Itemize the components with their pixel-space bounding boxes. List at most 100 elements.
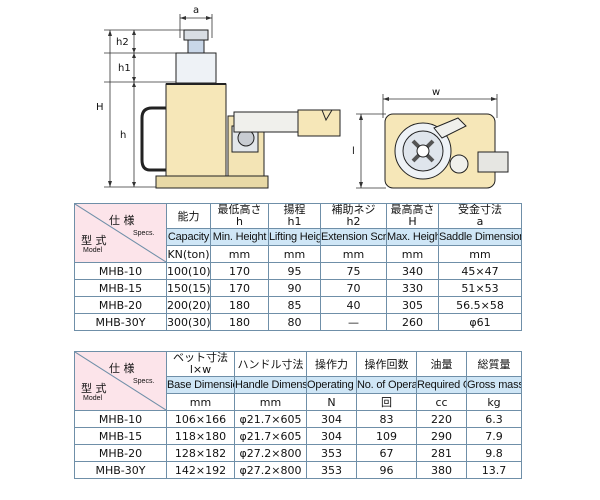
dim-a-label: a xyxy=(193,5,199,16)
value-cell: 200(20) xyxy=(166,296,211,314)
model-en-label: Model xyxy=(83,395,103,402)
spec-en-label: Specs. xyxy=(133,230,155,237)
header-en: Base Dimensions xyxy=(166,376,235,394)
header-en: Lifting Height xyxy=(268,228,321,246)
value-cell: 380 xyxy=(416,461,467,479)
value-cell: 100(10) xyxy=(166,262,211,280)
corner-cell-1: 仕 様 Specs. 型 式 Model xyxy=(74,203,167,263)
value-cell: φ21.7×605 xyxy=(234,427,307,445)
table-row: MHB-20 200(20) 180 85 40 305 56.5×58 xyxy=(74,296,522,314)
value-cell: 56.5×58 xyxy=(438,296,522,314)
value-cell: 40 xyxy=(320,296,387,314)
header-operations: 操作回数 xyxy=(356,351,417,377)
model-jp-label: 型 式 xyxy=(81,382,107,395)
unit-cell: cc xyxy=(416,393,467,411)
model-cell: MHB-10 xyxy=(74,262,167,280)
value-cell: 118×180 xyxy=(166,427,235,445)
value-cell: 75 xyxy=(320,262,387,280)
value-cell: 180 xyxy=(210,313,269,331)
value-cell: 150(15) xyxy=(166,279,211,297)
value-cell: φ27.2×800 xyxy=(234,444,307,462)
header-en: Min. Height xyxy=(210,228,269,246)
value-cell: 300(30) xyxy=(166,313,211,331)
unit-cell: 回 xyxy=(356,393,417,411)
table-row: MHB-15 118×180 φ21.7×605 304 109 290 7.9 xyxy=(74,427,522,445)
value-cell: 353 xyxy=(306,444,357,462)
header-en: Saddle Dimensions xyxy=(438,228,522,246)
value-cell: φ21.7×605 xyxy=(234,410,307,428)
value-cell: 109 xyxy=(356,427,417,445)
unit-cell: mm xyxy=(386,245,439,263)
value-cell: 170 xyxy=(210,262,269,280)
jack-drawing: a h2 h1 H h xyxy=(96,5,509,189)
value-cell: 330 xyxy=(386,279,439,297)
table-row: MHB-30Y 142×192 φ27.2×800 353 96 380 13.… xyxy=(74,461,522,479)
header-handle-dimensions: ハンドル寸法 xyxy=(234,351,307,377)
value-cell: 83 xyxy=(356,410,417,428)
corner-cell-2: 仕 様 Specs. 型 式 Model xyxy=(74,351,167,411)
header-en: Max. Height xyxy=(386,228,439,246)
table-row: MHB-10 106×166 φ21.7×605 304 83 220 6.3 xyxy=(74,410,522,428)
dim-l-label: l xyxy=(352,146,355,157)
unit-cell: mm xyxy=(268,245,321,263)
header-en: Extension Screw xyxy=(320,228,387,246)
value-cell: 281 xyxy=(416,444,467,462)
value-cell: 142×192 xyxy=(166,461,235,479)
unit-cell: N xyxy=(306,393,357,411)
model-cell: MHB-15 xyxy=(74,427,167,445)
unit-cell: kg xyxy=(466,393,522,411)
model-cell: MHB-20 xyxy=(74,444,167,462)
value-cell: 51×53 xyxy=(438,279,522,297)
value-cell: 106×166 xyxy=(166,410,235,428)
model-jp-label: 型 式 xyxy=(81,234,107,247)
value-cell: 170 xyxy=(210,279,269,297)
value-cell: — xyxy=(320,313,387,331)
header-oil: 油量 xyxy=(416,351,467,377)
value-cell: 305 xyxy=(386,296,439,314)
value-cell: 7.9 xyxy=(466,427,522,445)
header-en: Required Oil xyxy=(416,376,467,394)
value-cell: 95 xyxy=(268,262,321,280)
jack-side-view xyxy=(140,29,341,189)
header-en: Handle Dimensions xyxy=(234,376,307,394)
unit-cell: KN(ton) xyxy=(166,245,211,263)
unit-cell: mm xyxy=(166,393,235,411)
model-cell: MHB-15 xyxy=(74,279,167,297)
value-cell: 128×182 xyxy=(166,444,235,462)
table-row: MHB-20 128×182 φ27.2×800 353 67 281 9.8 xyxy=(74,444,522,462)
unit-cell: mm xyxy=(320,245,387,263)
header-mass: 総質量 xyxy=(466,351,522,377)
header-en: Operating Power xyxy=(306,376,357,394)
value-cell: 180 xyxy=(210,296,269,314)
value-cell: 96 xyxy=(356,461,417,479)
value-cell: 70 xyxy=(320,279,387,297)
model-cell: MHB-10 xyxy=(74,410,167,428)
dim-h2-label: h2 xyxy=(116,37,129,48)
value-cell: 353 xyxy=(306,461,357,479)
spec-jp-label: 仕 様 xyxy=(109,362,135,375)
spec-en-label: Specs. xyxy=(133,378,155,385)
header-operating-power: 操作力 xyxy=(306,351,357,377)
value-cell: 45×47 xyxy=(438,262,522,280)
value-cell: 260 xyxy=(386,313,439,331)
header-en: Capacity xyxy=(166,228,211,246)
value-cell: 290 xyxy=(416,427,467,445)
unit-cell: mm xyxy=(210,245,269,263)
header-en: Gross mass xyxy=(466,376,522,394)
value-cell: φ61 xyxy=(438,313,522,331)
dim-H-label: H xyxy=(96,102,104,113)
model-en-label: Model xyxy=(83,247,103,254)
value-cell: 67 xyxy=(356,444,417,462)
value-cell: 340 xyxy=(386,262,439,280)
table-row: MHB-30Y 300(30) 180 80 — 260 φ61 xyxy=(74,313,522,331)
value-cell: 6.3 xyxy=(466,410,522,428)
model-cell: MHB-30Y xyxy=(74,313,167,331)
value-cell: 304 xyxy=(306,410,357,428)
value-cell: 85 xyxy=(268,296,321,314)
value-cell: 80 xyxy=(268,313,321,331)
dim-h-label: h xyxy=(120,130,126,141)
